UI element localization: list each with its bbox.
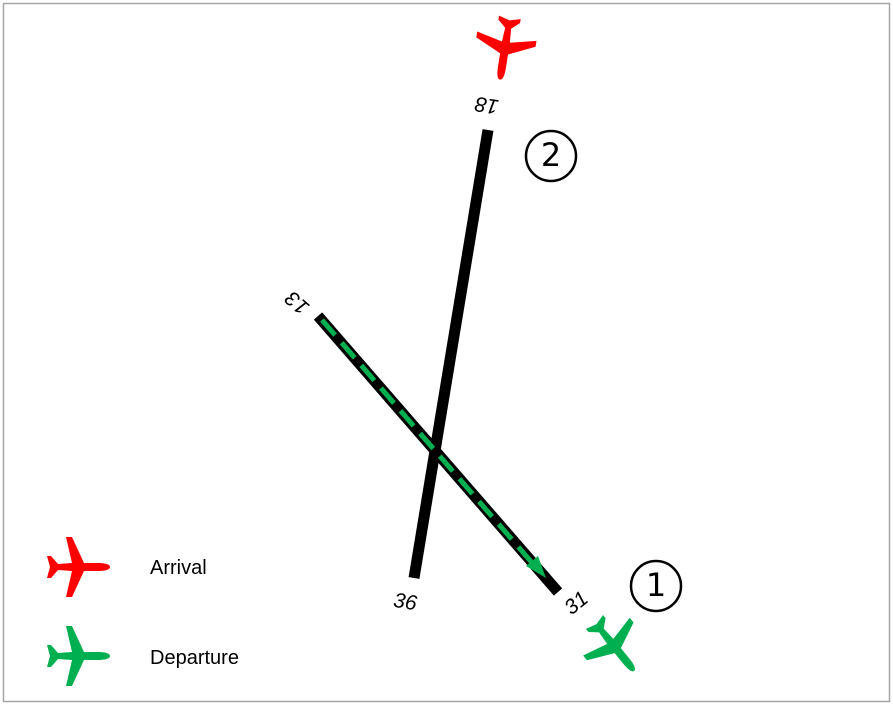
marker-1-label: 1 <box>646 566 666 604</box>
departure-path <box>320 318 536 567</box>
marker-2: 2 <box>524 129 578 183</box>
legend-departure-label: Departure <box>150 647 239 669</box>
runway-13-31 <box>313 312 563 596</box>
marker-1: 1 <box>629 559 683 613</box>
legend: Arrival Departure <box>47 537 239 686</box>
runway-18-36 <box>408 129 494 579</box>
marker-2-label: 2 <box>541 136 561 174</box>
departure-arrowhead <box>526 556 546 578</box>
runway-label-18: 18 <box>473 92 500 118</box>
legend-arrival-label: Arrival <box>150 557 207 579</box>
runway-label-36: 36 <box>392 589 419 615</box>
